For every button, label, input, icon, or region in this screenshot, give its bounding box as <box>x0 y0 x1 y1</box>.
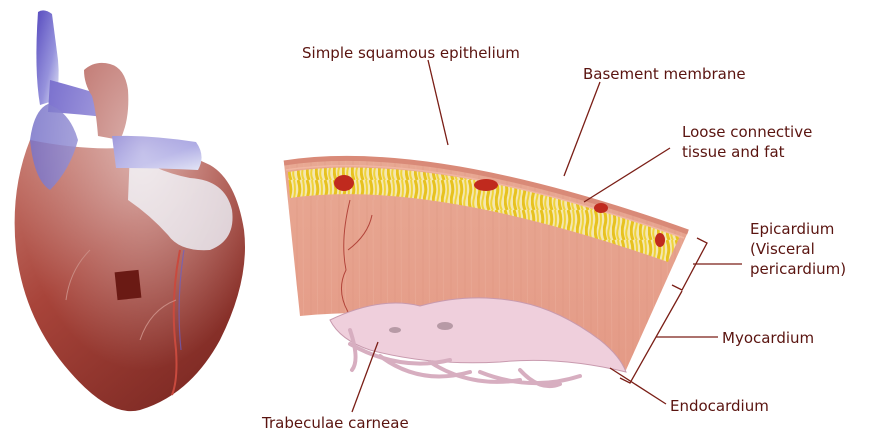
label-epicardium: Epicardium (Visceral pericardium) <box>750 219 846 279</box>
label-loose-connective-tissue: Loose connective tissue and fat <box>682 122 812 162</box>
label-simple-squamous-epithelium: Simple squamous epithelium <box>302 43 520 63</box>
blood-vessel-cell <box>655 233 665 247</box>
label-epicardium-line3: pericardium) <box>750 259 846 279</box>
leader-endocardium <box>610 368 666 404</box>
label-epicardium-line2: (Visceral <box>750 239 846 259</box>
leader-simple-squamous <box>428 60 448 145</box>
tissue-sample-marker <box>115 270 142 300</box>
label-loose-connective-line1: Loose connective <box>682 122 812 142</box>
blood-vessel-cell <box>474 179 498 191</box>
label-endocardium: Endocardium <box>670 396 769 416</box>
leader-basement-membrane <box>564 82 600 176</box>
label-basement-membrane: Basement membrane <box>583 64 746 84</box>
label-trabeculae-carneae: Trabeculae carneae <box>262 413 409 433</box>
leader-loose-connective <box>584 148 670 202</box>
label-myocardium: Myocardium <box>722 328 814 348</box>
heart-wall-section <box>284 158 688 386</box>
blood-vessel-cell <box>334 175 354 191</box>
heart-illustration <box>0 0 260 436</box>
label-loose-connective-line2: tissue and fat <box>682 142 812 162</box>
label-epicardium-line1: Epicardium <box>750 219 846 239</box>
blood-vessel-cell <box>594 203 608 213</box>
